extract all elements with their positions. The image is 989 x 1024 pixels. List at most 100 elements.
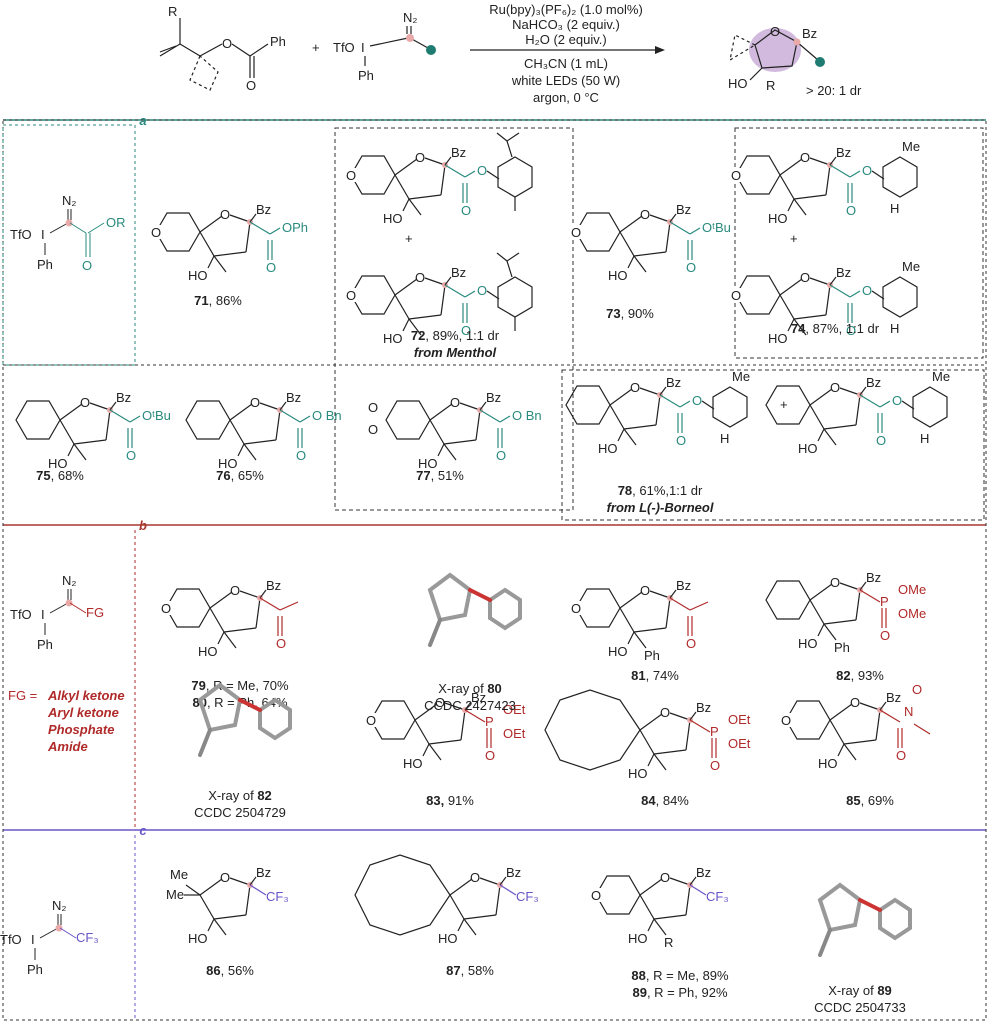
condition-line: H₂O (2 equiv.) [525, 32, 606, 47]
ring-oxygen-label: O [781, 713, 791, 728]
bz-label: Bz [506, 865, 521, 880]
methyl-label: Me [170, 867, 188, 882]
hydroxyl-label: HO [198, 644, 218, 659]
bond [443, 439, 477, 445]
xray-compound-number: 82 [257, 788, 271, 803]
bridgehead-h-label: H [720, 431, 729, 446]
bond [199, 215, 223, 233]
bond [249, 213, 257, 223]
compound-label: 85, 69% [846, 793, 894, 808]
compound-yield: , 74% [646, 668, 680, 683]
xray-ring [197, 682, 243, 733]
bond [823, 619, 857, 625]
xray-compound-number: 89 [877, 983, 891, 998]
ring-oxygen-label: O [220, 870, 230, 885]
carbene-carbon-dot [406, 34, 414, 42]
bond [823, 424, 857, 430]
ester-group-label: O Bn [512, 408, 542, 423]
xray-label-prefix: X-ray of [208, 788, 257, 803]
bond [843, 739, 877, 745]
carbonyl-oxygen-label: O [896, 748, 906, 763]
bz-label: Bz [486, 390, 501, 405]
fg-note-item: Aryl ketone [47, 705, 119, 720]
carbonyl-oxygen-label: O [126, 448, 136, 463]
bond [839, 582, 861, 591]
bond [424, 277, 446, 286]
compound-label: 75, 68% [36, 468, 84, 483]
carbonyl-oxygen-label: O [496, 448, 506, 463]
bond [185, 884, 201, 896]
compound-label: 82, 93% [836, 668, 884, 683]
diastereomer-box [734, 127, 984, 359]
bond [627, 631, 635, 645]
ring-oxygen-label: O [800, 150, 810, 165]
bond [394, 158, 418, 176]
bond [859, 581, 867, 591]
reagent-n2-label: N₂ [52, 898, 66, 913]
bond [653, 749, 687, 755]
bz-label: Bz [116, 390, 131, 405]
methyl-label: Me [166, 887, 184, 902]
spiro-ring [155, 212, 201, 252]
reagent-tfo-label: TfO [0, 932, 22, 947]
bond [779, 278, 803, 296]
bz-label: Bz [886, 690, 901, 705]
ring-oxygen-label: O [660, 870, 670, 885]
bond [825, 164, 831, 196]
bond [105, 409, 111, 441]
compound-source-note: from L(-)-Borneol [607, 500, 714, 515]
bond [259, 402, 281, 411]
bond [859, 394, 881, 408]
ring-oxygen-label: O [415, 270, 425, 285]
fg-note-item: Amide [47, 739, 88, 754]
hydroxyl-label: HO [628, 931, 648, 946]
reactant-carbonyl-o-label: O [246, 78, 256, 93]
bond [59, 927, 77, 939]
bz-label: Bz [471, 690, 486, 705]
bond [464, 290, 476, 298]
compound-number: 76 [216, 468, 230, 483]
carbene-carbon-dot [65, 219, 73, 227]
diastereomer-box [561, 369, 985, 521]
bond [619, 215, 643, 233]
bridge-methyl-label: Me [932, 369, 950, 384]
compound-label: 72, 89%, 1:1 dr [411, 328, 500, 343]
plus-sign: + [312, 40, 320, 55]
bond [793, 198, 807, 216]
bond [463, 918, 477, 936]
hydroxyl-label: HO [798, 636, 818, 651]
bond [444, 284, 466, 298]
bond [809, 388, 833, 406]
bond [269, 227, 281, 235]
atom-mask [345, 168, 357, 182]
bond [829, 156, 837, 166]
compound-yield: , R = Ph, 92% [647, 985, 728, 1000]
bond [279, 409, 301, 423]
reactant-o-label: O [222, 36, 232, 51]
bond [665, 221, 671, 253]
bond [829, 703, 853, 721]
carbonyl-oxygen-label: O [846, 323, 856, 338]
compound-yield: , 56% [221, 963, 255, 978]
xray-label-prefix: X-ray of [438, 681, 487, 696]
product-skeleton [729, 29, 819, 81]
bond [639, 878, 663, 896]
reagent-ph-label: Ph [27, 962, 43, 977]
carbene-carbon-dot [55, 924, 63, 932]
bz-label: Bz [451, 265, 466, 280]
bond [499, 876, 507, 886]
bond [449, 878, 473, 896]
bond [199, 878, 223, 896]
bond [457, 918, 465, 932]
bond [506, 260, 513, 278]
atom-mask [730, 288, 742, 302]
bond [669, 589, 677, 599]
carbonyl-oxygen-label: O [686, 636, 696, 651]
bond [428, 739, 462, 745]
carbonyl-oxygen-label: O [266, 260, 276, 275]
